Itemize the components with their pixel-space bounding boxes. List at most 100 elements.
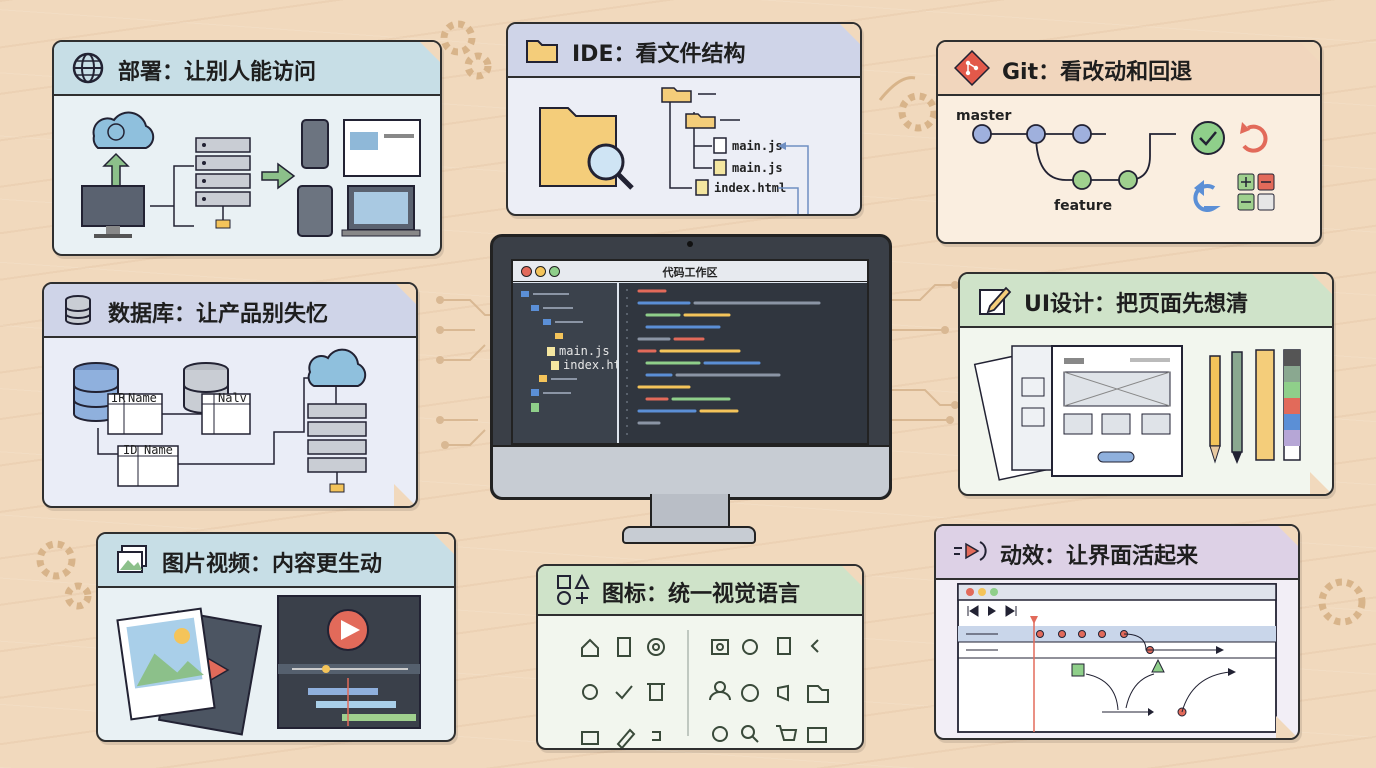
server-rack-icon <box>195 137 251 229</box>
webcam <box>687 241 693 247</box>
triangle-shape <box>1151 658 1165 673</box>
icons-card: 图标：统一视觉语言 <box>536 564 864 750</box>
ide-title: IDE：看文件结构 <box>572 42 746 67</box>
tree-file-2: index.html <box>563 358 617 372</box>
pencil-tool-icon <box>1209 355 1221 447</box>
code-editor <box>619 283 867 443</box>
home-icon <box>581 638 599 657</box>
media-card: 图片视频：内容更生动 <box>96 532 456 742</box>
database-title: 数据库：让产品别失忆 <box>108 302 329 327</box>
profile-search-icon <box>712 726 728 742</box>
ide-file-3: index.html <box>714 181 786 195</box>
monitor: 代码工作区 main.js index.html <box>490 234 892 500</box>
user-icon <box>714 681 726 693</box>
ide-file-2: main.js <box>732 161 783 175</box>
media-card-header: 图片视频：内容更生动 <box>98 534 454 588</box>
editor-titlebar: 代码工作区 <box>513 261 867 282</box>
database-illustration: IR Name Nalv ID Name <box>73 348 367 493</box>
tablet-icon <box>297 185 333 237</box>
table3-col2: Name <box>144 443 173 457</box>
archive-icon <box>807 727 827 743</box>
git-card: Git：看改动和回退 master feature <box>936 40 1322 244</box>
undo-icon <box>1242 124 1268 153</box>
icons-card-header: 图标：统一视觉语言 <box>538 566 862 616</box>
magnifier-icon <box>587 143 625 181</box>
ui-title: UI设计：把页面先想清 <box>1024 292 1249 317</box>
camera-icon <box>711 639 729 655</box>
monitor-stand <box>650 494 730 528</box>
gear-icon <box>582 684 598 700</box>
check-icon <box>1191 121 1225 155</box>
square-shape <box>1071 663 1085 677</box>
motion-title: 动效：让界面活起来 <box>1000 544 1199 569</box>
cog-icon <box>742 639 758 655</box>
table2-col1: Nalv <box>218 391 247 405</box>
icon-grid <box>581 630 829 748</box>
cloud-icon <box>307 348 367 387</box>
branch-master-label: master <box>956 108 1012 124</box>
database-card-header: 数据库：让产品别失忆 <box>44 284 416 338</box>
db-cylinder-blue <box>73 362 119 422</box>
play-icon <box>988 606 996 616</box>
pen-icon <box>616 728 636 748</box>
pen-tool-icon <box>1231 351 1243 453</box>
megaphone-icon <box>777 684 789 702</box>
copy-icon <box>777 637 791 655</box>
globe-icon <box>72 52 104 84</box>
git-title: Git：看改动和回退 <box>1002 60 1193 85</box>
ui-illustration <box>973 345 1301 481</box>
settings-icon <box>647 638 665 656</box>
monitor-screen: 代码工作区 main.js index.html <box>511 259 869 445</box>
deploy-card-header: 部署：让别人能访问 <box>54 42 440 96</box>
media-title: 图片视频：内容更生动 <box>162 552 383 577</box>
ide-card: IDE：看文件结构 main.js main.js index.html <box>506 22 862 216</box>
database-icon <box>65 295 91 325</box>
phone-icon <box>301 119 329 169</box>
monitor-base <box>622 526 756 544</box>
id-card-icon <box>581 731 599 745</box>
skip-back-icon <box>967 605 979 617</box>
close-dot[interactable] <box>521 266 532 277</box>
ui-card-header: UI设计：把页面先想清 <box>960 274 1332 328</box>
cart-icon <box>776 725 798 741</box>
deploy-title: 部署：让别人能访问 <box>118 60 317 85</box>
trash-icon <box>649 683 663 701</box>
git-card-header: Git：看改动和回退 <box>938 42 1320 96</box>
image-icon <box>117 545 147 573</box>
table1-col2: Name <box>128 391 157 405</box>
ide-card-header: IDE：看文件结构 <box>508 24 860 78</box>
ruler-icon <box>1255 349 1275 461</box>
editor-window-title: 代码工作区 <box>662 266 718 279</box>
tree-file-1: main.js <box>559 344 610 358</box>
skip-forward-icon <box>1005 605 1017 617</box>
ide-file-1: main.js <box>732 139 783 153</box>
revert-icon <box>1193 184 1221 212</box>
table1-col1: IR <box>111 391 126 405</box>
clipboard-icon <box>617 637 631 657</box>
file-tree: main.js index.html <box>513 283 635 443</box>
motion-card: 动效：让界面活起来 <box>934 524 1300 740</box>
desktop-icon <box>81 185 145 227</box>
minimize-dot[interactable] <box>535 266 546 277</box>
deploy-illustration <box>81 111 421 238</box>
git-graph: master feature <box>956 108 1275 214</box>
media-illustration <box>116 595 421 736</box>
folder-icon <box>526 40 558 63</box>
database-card: 数据库：让产品别失忆 IR Name Nalv ID Name <box>42 282 418 508</box>
motion-timeline <box>957 583 1277 733</box>
code-icon <box>810 639 819 653</box>
shapes-icon <box>557 573 590 605</box>
branch-feature-label: feature <box>1054 198 1112 214</box>
pencil-icon <box>979 286 1012 315</box>
git-icon <box>954 50 990 86</box>
monitor-chin <box>493 445 889 497</box>
table3-col1: ID <box>123 443 137 457</box>
scan-icon <box>652 731 661 741</box>
ide-illustration: main.js main.js index.html <box>539 87 809 214</box>
motion-icon <box>954 541 987 561</box>
check-icon <box>615 685 633 700</box>
maximize-dot[interactable] <box>549 266 560 277</box>
search-icon <box>741 725 755 739</box>
deploy-card: 部署：让别人能访问 <box>52 40 442 256</box>
